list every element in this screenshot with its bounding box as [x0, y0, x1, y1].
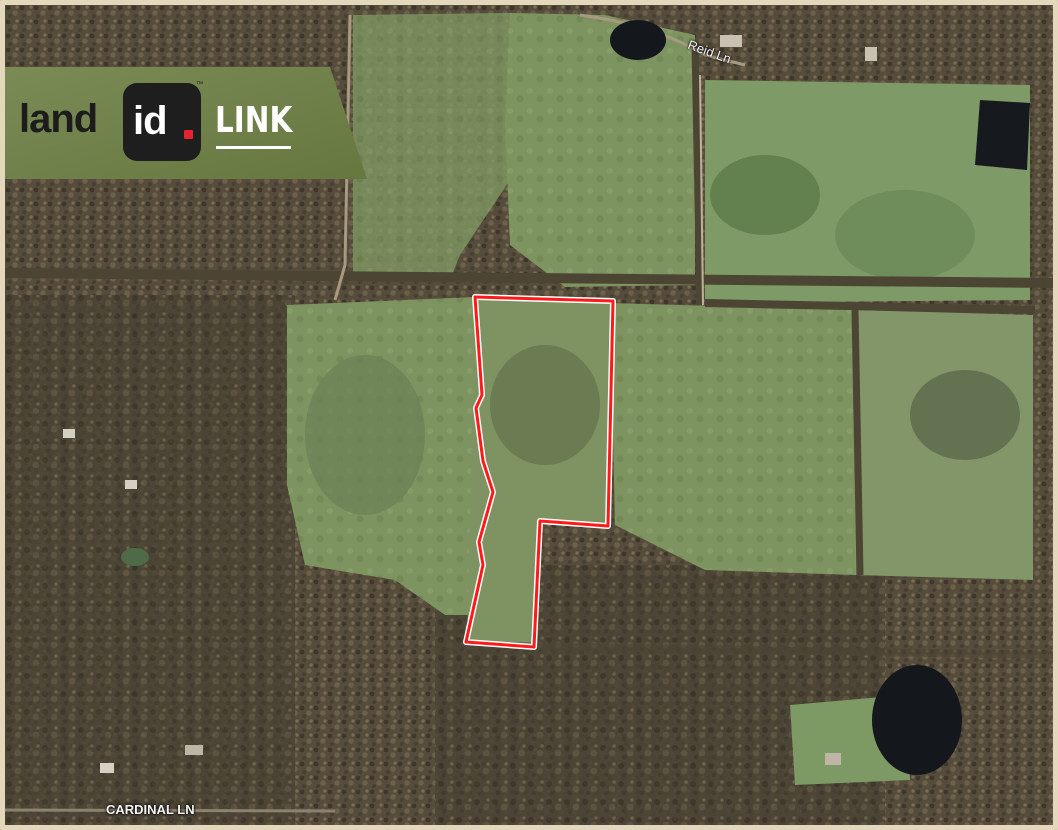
wetland-patch	[710, 155, 820, 235]
logo-id-badge: id	[123, 83, 201, 161]
wetland-patch	[490, 345, 600, 465]
pond	[121, 548, 149, 566]
logo-land-text: land	[19, 97, 98, 141]
wetland-patch	[305, 355, 425, 515]
pasture-field	[353, 13, 520, 280]
logo-dot-icon	[184, 130, 193, 139]
building	[63, 429, 75, 438]
dirt-road	[333, 14, 352, 301]
aerial-map[interactable]	[5, 5, 1053, 825]
dirt-road	[5, 808, 336, 813]
building	[185, 745, 203, 755]
tree-line	[5, 268, 1053, 288]
road-label-cardinal: CARDINAL LN	[106, 802, 195, 817]
landid-link-banner[interactable]: land id ™ LINK	[5, 67, 370, 179]
link-underline	[216, 146, 291, 149]
building	[720, 35, 742, 47]
wetland-patch	[835, 190, 975, 280]
property-boundary[interactable]	[464, 295, 615, 649]
pond	[610, 20, 666, 60]
pasture-field	[610, 303, 855, 575]
pond	[872, 665, 962, 775]
dirt-road	[699, 74, 704, 306]
tree-line	[444, 641, 1053, 659]
logo-id-text: id	[133, 99, 168, 143]
tree-line	[851, 309, 864, 576]
tree-line	[691, 44, 704, 306]
building	[825, 753, 841, 765]
pasture-field	[505, 13, 695, 287]
tree-line	[704, 299, 1036, 314]
forest-area	[5, 295, 295, 825]
link-label[interactable]: LINK	[215, 100, 293, 141]
wetland-patch	[910, 370, 1020, 460]
building	[125, 480, 137, 489]
building	[865, 47, 877, 61]
logo-trademark: ™	[196, 81, 203, 88]
pond	[975, 100, 1030, 170]
building	[100, 763, 114, 773]
